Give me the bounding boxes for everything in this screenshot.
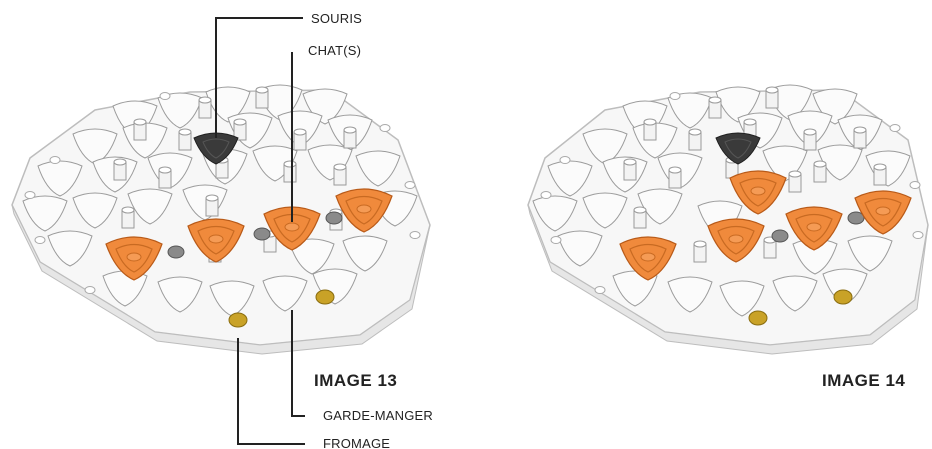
- cheese-right-1: [748, 310, 768, 326]
- board-right: [527, 84, 929, 355]
- caption-image-13: IMAGE 13: [314, 371, 397, 390]
- callout-garde-manger-line: [291, 310, 305, 417]
- caption-image-14: IMAGE 14: [822, 371, 905, 390]
- callout-souris-line: [215, 17, 303, 138]
- callout-fromage-line: [237, 338, 305, 445]
- label-garde-manger: GARDE-MANGER: [323, 408, 433, 423]
- callout-lines: [215, 17, 305, 445]
- label-fromage: FROMAGE: [323, 436, 390, 449]
- board-right-grey-pegs: [771, 211, 865, 243]
- board-right-rim-holes: [540, 92, 924, 294]
- cheese-right-2: [833, 289, 853, 305]
- board-left-grey-pegs: [167, 211, 343, 259]
- board-left: [11, 84, 431, 355]
- cheese-left-1: [228, 312, 248, 328]
- label-souris: SOURIS: [311, 11, 362, 26]
- board-left-rim-holes: [24, 92, 421, 294]
- cheese-left-2: [315, 289, 335, 305]
- label-chats: CHAT(S): [308, 43, 361, 58]
